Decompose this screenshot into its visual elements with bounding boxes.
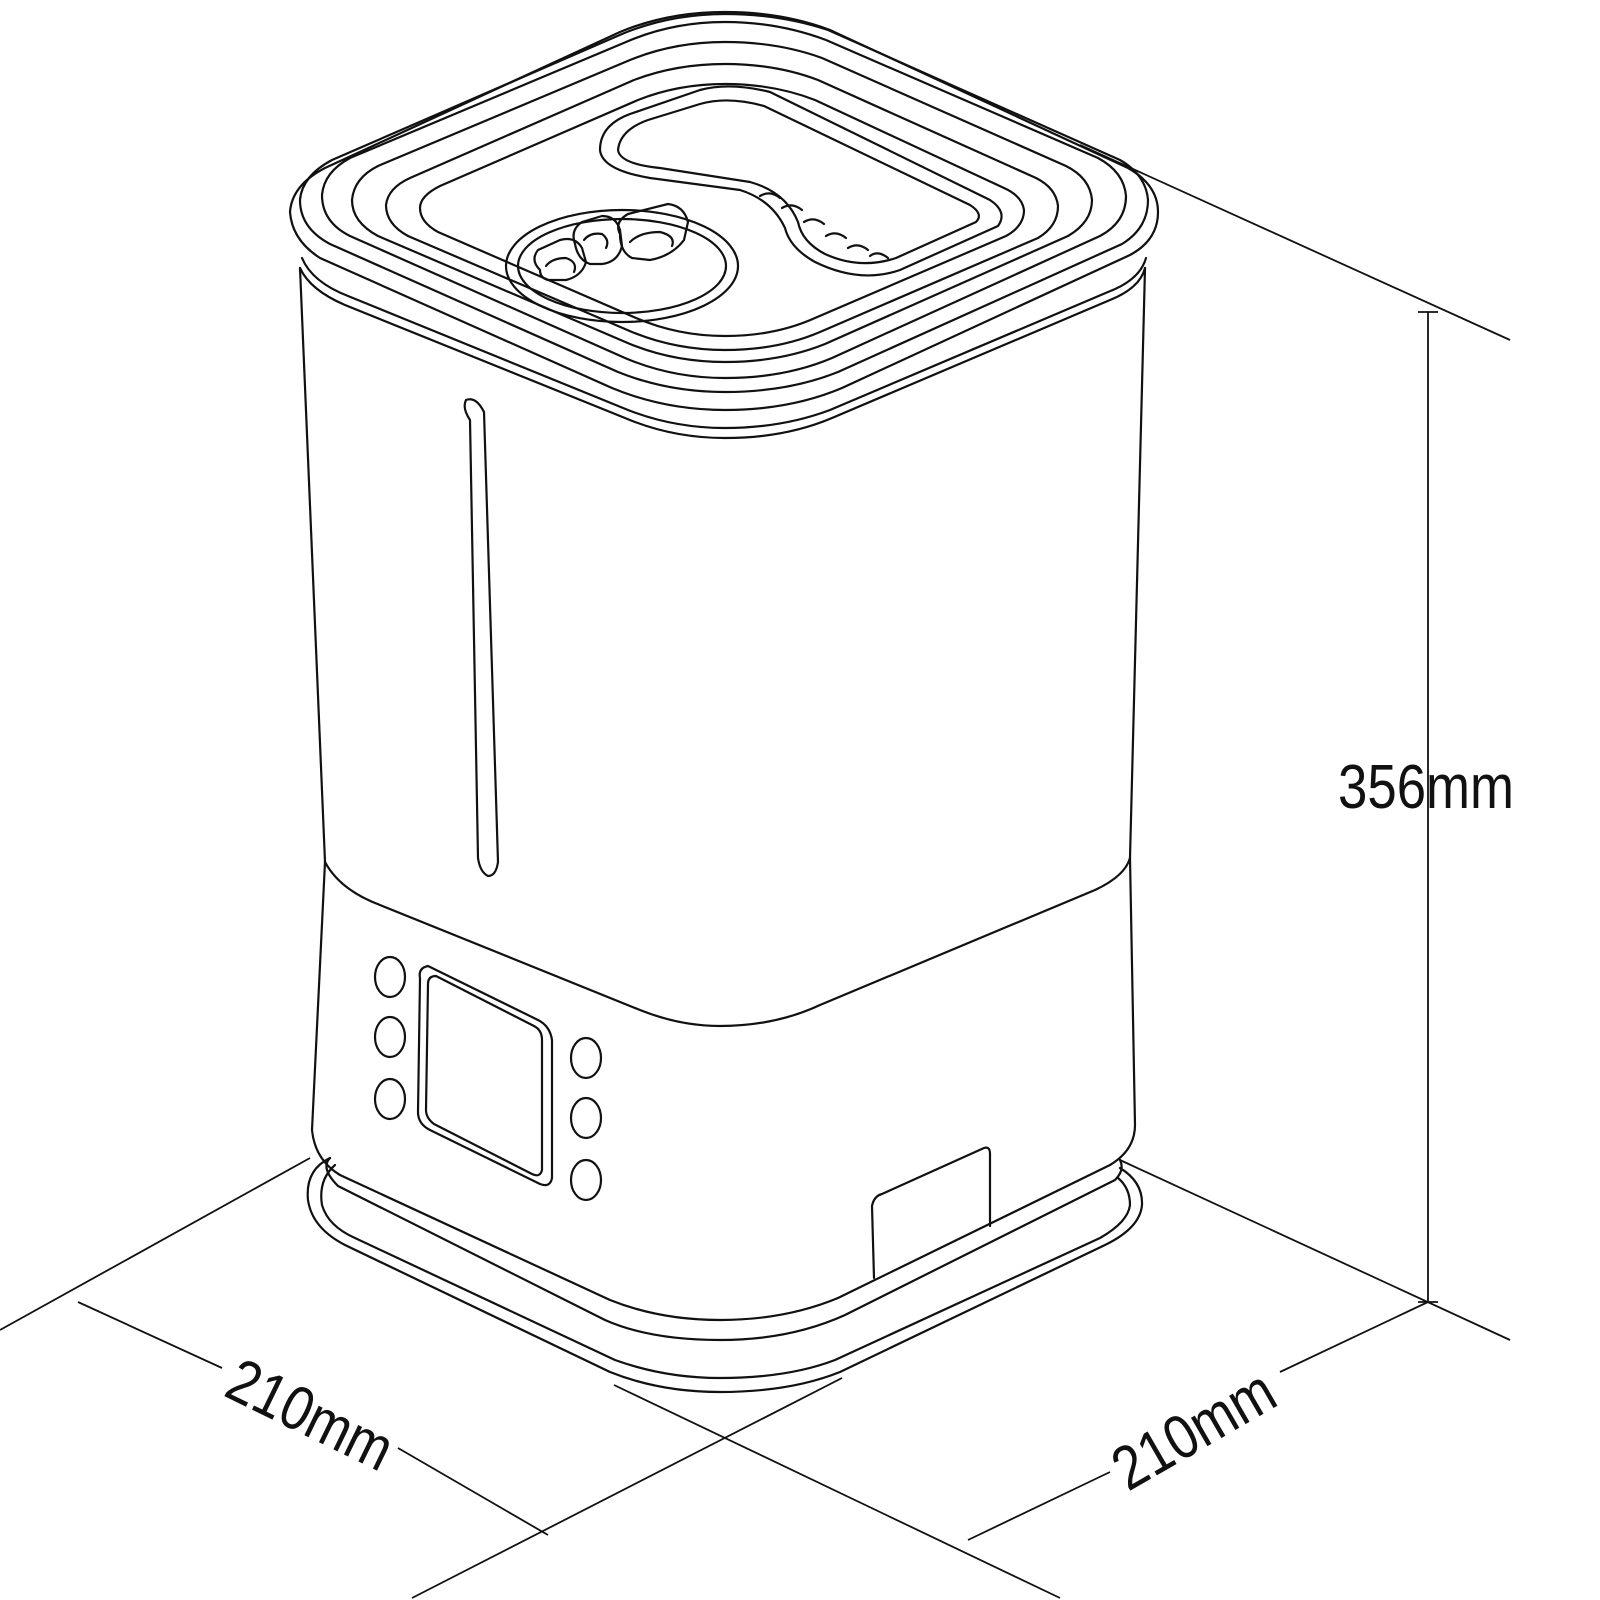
display-screen-icon: [416, 964, 554, 1187]
button-icon[interactable]: [569, 1096, 603, 1140]
water-level-window: [463, 398, 500, 878]
humidifier: [288, 10, 1160, 1394]
lid-outer-rim: [288, 10, 1160, 412]
right-dimension-line-b: [967, 1471, 1111, 1541]
right-extension-back: [613, 1384, 1061, 1599]
right-dimension-line-a: [1279, 1301, 1429, 1373]
tank-top-edge-inner: [300, 256, 1148, 430]
base-outer-ring: [306, 1156, 1144, 1394]
water-tank-body: [298, 266, 1147, 864]
lid-second-rim: [298, 12, 1150, 394]
right-buttons: [569, 1036, 603, 1202]
left-extension-front: [0, 1157, 311, 1331]
height-label: 356mm: [1338, 753, 1514, 822]
button-icon[interactable]: [569, 1036, 603, 1080]
lid-third-rim: [320, 20, 1128, 380]
base-inner-ring: [320, 1163, 1132, 1380]
height-extension-top: [1079, 144, 1511, 341]
base-side-plate: [870, 1146, 992, 1280]
right-width-label: 210mm: [1101, 1356, 1288, 1504]
left-depth-label: 210mm: [216, 1346, 404, 1485]
dimension-lines: [0, 144, 1511, 1599]
mist-nozzle-icon[interactable]: [504, 202, 740, 324]
refill-recess-outer: [598, 85, 1003, 277]
left-dimension-line-a: [77, 1301, 223, 1369]
button-icon[interactable]: [373, 1077, 407, 1121]
lid-tray-outer: [384, 62, 1060, 352]
button-icon[interactable]: [569, 1158, 603, 1202]
left-buttons: [373, 955, 407, 1121]
tank-base-seam: [323, 856, 1132, 1028]
height-extension-bottom: [1119, 1159, 1511, 1341]
left-extension-back: [411, 1377, 843, 1599]
lid-tray-inner: [418, 82, 1026, 338]
button-icon[interactable]: [373, 1015, 407, 1059]
tank-top-edge: [298, 266, 1147, 440]
refill-recess-inner: [616, 99, 980, 265]
left-dimension-line-b: [397, 1447, 549, 1536]
vent-slots: [758, 192, 890, 260]
button-icon[interactable]: [373, 955, 407, 999]
base-top-edge: [325, 1156, 1123, 1342]
lid-inner-rim: [350, 40, 1094, 364]
base-housing: [310, 856, 1137, 1322]
